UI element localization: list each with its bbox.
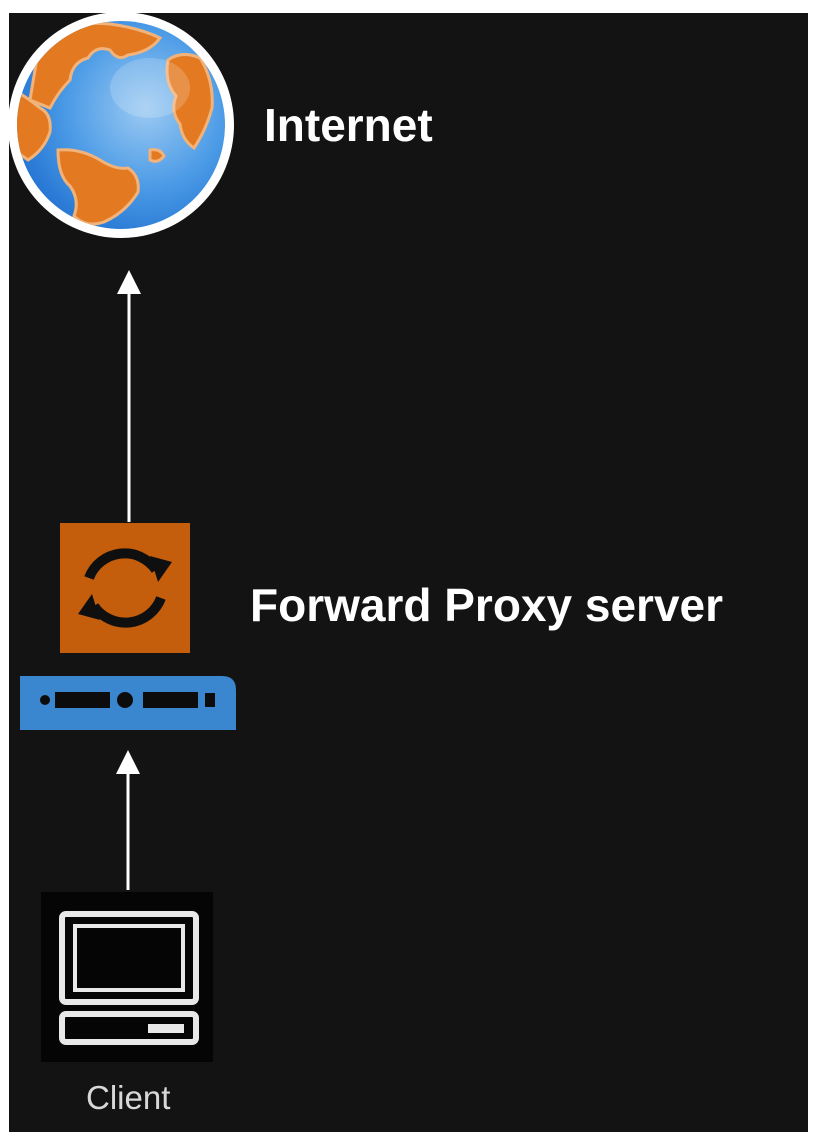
arrow-proxy-to-internet xyxy=(117,270,141,522)
desktop-computer-icon xyxy=(41,892,213,1062)
arrow-client-to-proxy xyxy=(116,750,140,890)
globe-icon xyxy=(8,12,234,238)
client-label: Client xyxy=(86,1079,171,1116)
internet-label: Internet xyxy=(264,99,433,151)
sync-icon xyxy=(84,548,166,628)
proxy-server-label: Forward Proxy server xyxy=(250,579,724,631)
server-rack-icon xyxy=(20,676,236,730)
proxy-server-icon xyxy=(20,523,236,730)
